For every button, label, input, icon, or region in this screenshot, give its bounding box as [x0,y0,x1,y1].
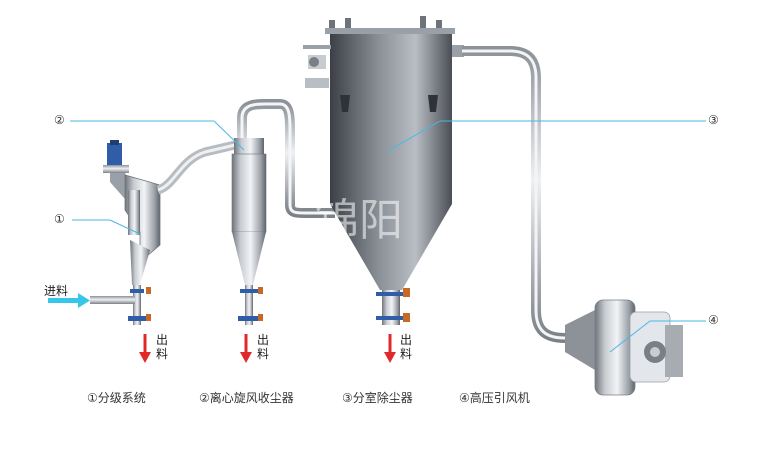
callout-lines [70,120,706,353]
caption-fan: ④高压引风机 [459,391,530,405]
tank-body [330,34,452,204]
feed-pipe [90,296,135,304]
caption-dust-collector: ③分室除尘器 [342,391,413,405]
feed-label: 进料 [44,284,69,298]
marker-4: ④ [708,313,719,327]
connect-pipe-3 [462,46,580,343]
caption-classifier: ①分级系统 [87,391,146,405]
marker-2: ② [54,113,65,127]
discharge-arrows [139,334,396,363]
discharge-label-3: 出 料 [400,333,413,361]
dust-collector-unit [303,16,464,325]
classifier-unit [90,140,161,325]
discharge-label-2: 出 料 [257,333,270,361]
cyclone-unit [231,99,335,325]
fan-unit [565,299,683,396]
marker-1: ① [54,212,65,226]
motor-icon [107,143,122,165]
watermark-text: 锦阳 [315,195,403,246]
feed-arrow [48,293,90,308]
caption-cyclone: ②离心旋风收尘器 [199,391,294,405]
discharge-label-1: 出 料 [156,333,169,361]
marker-3: ③ [708,113,719,127]
